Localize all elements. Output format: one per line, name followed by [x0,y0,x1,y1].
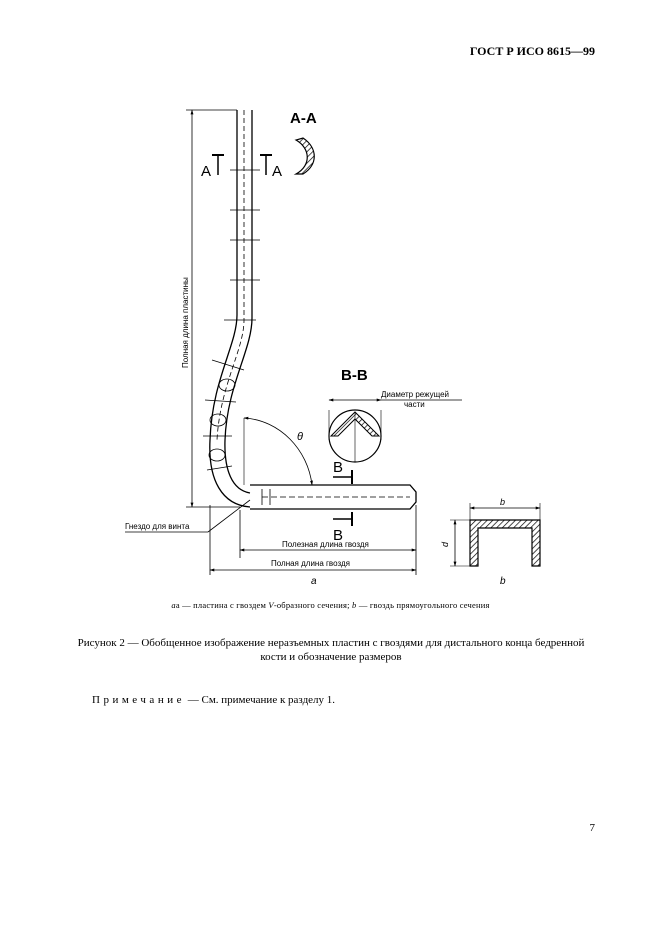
section-b-top-label: В [333,459,343,476]
section-a-markers [212,154,272,175]
document-header: ГОСТ Р ИСО 8615—99 [469,44,595,58]
cutting-diameter-label-line2: части [404,400,425,409]
sublegend-part3: -образного сечения; [273,600,353,610]
note-label: Примечание [92,694,185,706]
nail-outline [250,484,417,510]
page-number: 7 [589,822,596,834]
screw-socket-label: Гнездо для винта [125,522,190,531]
section-b-bottom-label: В [333,527,343,544]
section-a-right-label: А [272,163,282,180]
sublegend-part1: a — пластина с гвоздем [175,600,269,610]
figure-b-label: b [500,576,506,587]
section-bb-shape [328,398,462,463]
sublegend-part5: — гвоздь прямоугольного сечения [356,600,490,610]
section-b-markers [333,470,353,526]
plate-hole-marks [203,169,260,471]
full-plate-length-label: Полная длина пластины [181,277,190,368]
section-a-left-label: А [201,163,211,180]
sublegend-b: b [352,600,357,610]
section-bb-title: В-В [341,367,368,384]
rect-dimension-d: d [440,541,450,547]
theta-symbol: θ [297,431,303,443]
usable-nail-length-label: Полезная длина гвоздя [282,540,369,549]
usable-nail-length-dimension [239,505,417,575]
screw-socket-leader [207,499,251,533]
plate-outline [209,110,253,508]
technical-drawing: А А А-А Полная длина пластины θ В В В-В … [125,109,541,587]
figure-a-label: a [311,576,317,587]
rectangular-nail-section [450,503,541,567]
theta-arc [243,416,313,486]
sublegend-a: a [171,600,176,610]
note-text: — См. примечание к разделу 1. [184,694,336,706]
figure-caption: Рисунок 2 — Обобщенное изображение нераз… [77,637,585,663]
section-aa-title: А-А [290,110,317,127]
section-aa-shape [293,137,315,175]
figure-sublegend: aa — пластина с гвоздем V-образного сече… [0,600,661,610]
full-nail-length-dimension [209,505,417,575]
sublegend-v: V [268,600,274,610]
full-nail-length-label: Полная длина гвоздя [271,559,350,568]
cutting-diameter-label-line1: Диаметр режущей [381,390,449,399]
plate-length-dimension [186,109,240,508]
rect-dimension-b: b [500,497,505,507]
note: Примечание — См. примечание к разделу 1. [92,694,335,706]
